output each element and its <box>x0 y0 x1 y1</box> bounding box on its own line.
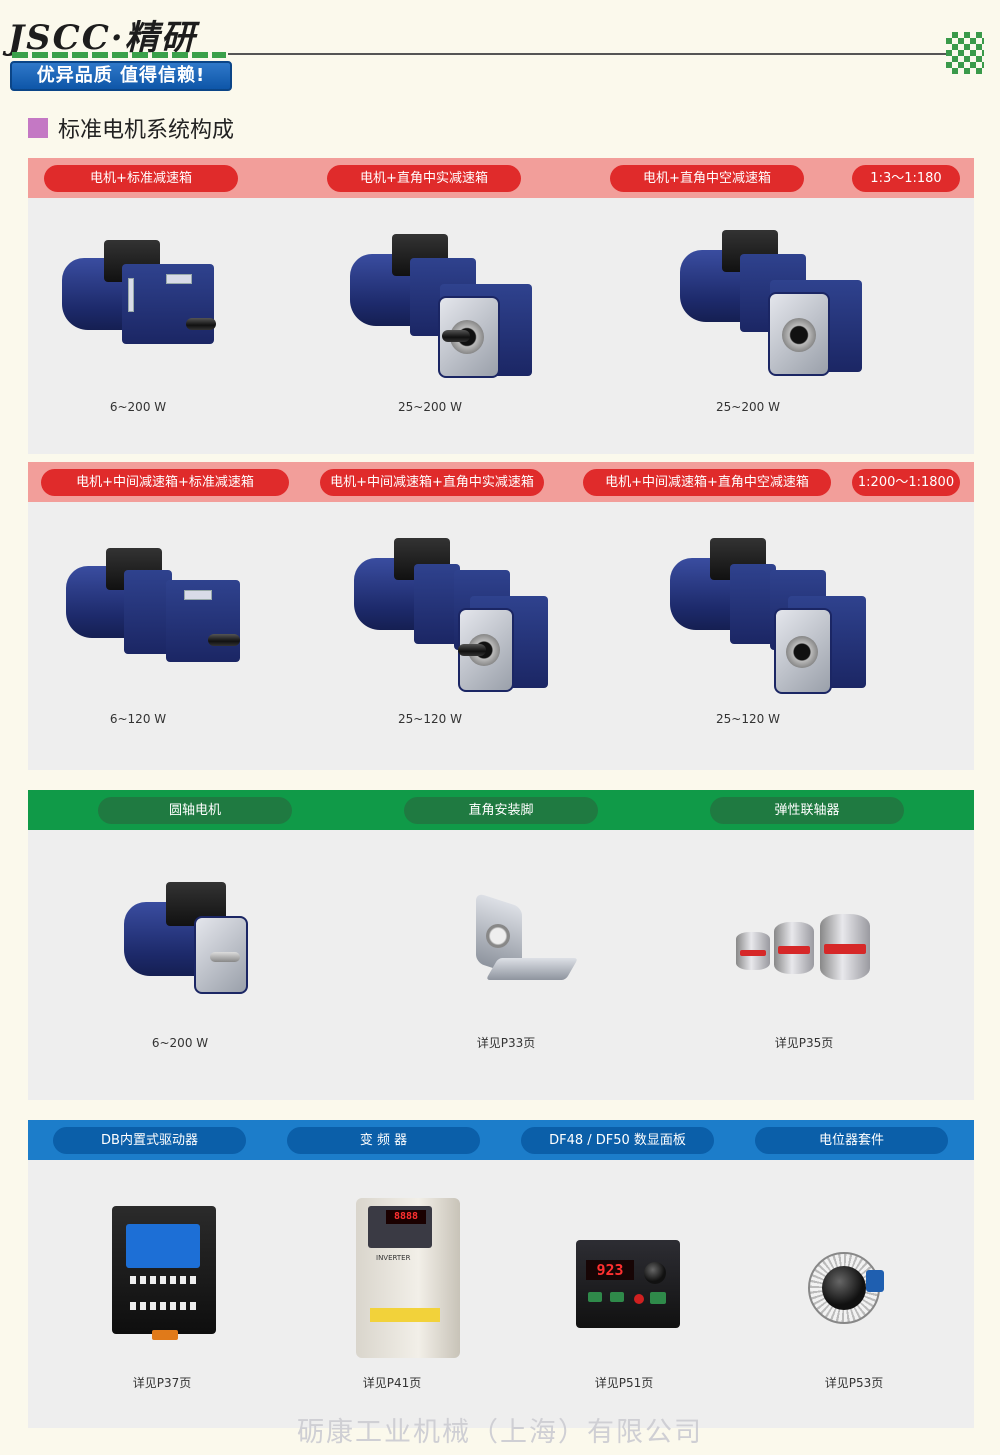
caption-power: 25~120 W <box>398 712 462 726</box>
caption-power: 25~120 W <box>716 712 780 726</box>
motor-intermediate-standard-gearbox-image <box>66 546 246 682</box>
pill-motor-intermediate-solid: 电机+中间减速箱+直角中实减速箱 <box>320 469 544 496</box>
pill-potentiometer-kit: 电位器套件 <box>755 1127 948 1154</box>
caption-power: 25~200 W <box>716 400 780 414</box>
pill-motor-standard-gearbox: 电机+标准减速箱 <box>44 165 238 192</box>
db-driver-image <box>112 1206 216 1344</box>
pill-motor-right-angle-solid: 电机+直角中实减速箱 <box>327 165 521 192</box>
potentiometer-kit-image <box>806 1246 890 1326</box>
motor-right-angle-solid-gearbox-image <box>350 234 535 384</box>
category-bar: DB内置式驱动器 变 频 器 DF48 / DF50 数显面板 电位器套件 <box>28 1120 974 1160</box>
inverter-image: 8888 INVERTER <box>356 1198 462 1360</box>
pill-motor-right-angle-hollow: 电机+直角中空减速箱 <box>610 165 804 192</box>
display-readout: 923 <box>586 1260 634 1280</box>
brand-slogan: 优异品质 值得信赖! <box>10 61 232 91</box>
motor-intermediate-right-angle-solid-image <box>354 538 554 694</box>
checker-pattern-icon <box>946 32 984 74</box>
pill-motor-intermediate-standard: 电机+中间减速箱+标准减速箱 <box>41 469 289 496</box>
pill-round-shaft-motor: 圆轴电机 <box>98 797 292 824</box>
inverter-label: INVERTER <box>376 1254 411 1262</box>
elastic-coupling-image <box>736 914 878 984</box>
caption-power: 6~200 W <box>109 400 167 414</box>
category-bar: 圆轴电机 直角安装脚 弹性联轴器 <box>28 790 974 830</box>
round-shaft-motor-image <box>124 880 254 1002</box>
panel-intermediate-gearbox-systems: 电机+中间减速箱+标准减速箱 电机+中间减速箱+直角中实减速箱 电机+中间减速箱… <box>28 462 974 770</box>
caption-power: 25~200 W <box>398 400 462 414</box>
panel-standard-motor-systems: 电机+标准减速箱 电机+直角中实减速箱 电机+直角中空减速箱 1:3～1:180… <box>28 158 974 454</box>
caption-page-reference: 详见P33页 <box>476 1036 536 1050</box>
brand-name: JSCC·精研 <box>8 18 197 58</box>
pill-digital-display-panel: DF48 / DF50 数显面板 <box>521 1127 714 1154</box>
footer-company-watermark: 砺康工业机械（上海）有限公司 <box>297 1417 703 1448</box>
caption-page-reference: 详见P37页 <box>132 1376 192 1390</box>
pill-right-angle-bracket: 直角安装脚 <box>404 797 598 824</box>
panel-accessories: 圆轴电机 直角安装脚 弹性联轴器 6~200 W 详见P33页 详见P35页 <box>28 790 974 1100</box>
motor-intermediate-right-angle-hollow-image <box>670 538 870 694</box>
pill-ratio-range: 1:3～1:180 <box>852 165 960 192</box>
category-bar: 电机+中间减速箱+标准减速箱 电机+中间减速箱+直角中实减速箱 电机+中间减速箱… <box>28 462 974 502</box>
section-title: 标准电机系统构成 <box>58 118 235 143</box>
brand-logo: JSCC·精研 优异品质 值得信赖! <box>8 10 232 92</box>
title-square-icon <box>28 118 48 138</box>
caption-page-reference: 详见P53页 <box>824 1376 884 1390</box>
right-angle-bracket-image <box>468 892 579 992</box>
pill-ratio-range: 1:200～1:1800 <box>852 469 960 496</box>
inverter-display: 8888 <box>386 1210 426 1224</box>
caption-page-reference: 详见P35页 <box>774 1036 834 1050</box>
pill-motor-intermediate-hollow: 电机+中间减速箱+直角中空减速箱 <box>583 469 831 496</box>
digital-display-panel-image: 923 <box>576 1240 684 1332</box>
caption-power: 6~200 W <box>151 1036 209 1050</box>
pill-db-driver: DB内置式驱动器 <box>53 1127 246 1154</box>
pill-inverter: 变 频 器 <box>287 1127 480 1154</box>
category-bar: 电机+标准减速箱 电机+直角中实减速箱 电机+直角中空减速箱 1:3～1:180 <box>28 158 974 198</box>
pill-elastic-coupling: 弹性联轴器 <box>710 797 904 824</box>
motor-right-angle-hollow-gearbox-image <box>680 230 865 380</box>
header-divider <box>228 53 946 55</box>
caption-page-reference: 详见P41页 <box>362 1376 422 1390</box>
caption-page-reference: 详见P51页 <box>594 1376 654 1390</box>
section-heading: 标准电机系统构成 <box>28 114 235 143</box>
panel-controllers: DB内置式驱动器 变 频 器 DF48 / DF50 数显面板 电位器套件 详见… <box>28 1120 974 1428</box>
brand-stripes <box>12 52 226 58</box>
caption-power: 6~120 W <box>109 712 167 726</box>
motor-standard-gearbox-image <box>62 238 222 368</box>
